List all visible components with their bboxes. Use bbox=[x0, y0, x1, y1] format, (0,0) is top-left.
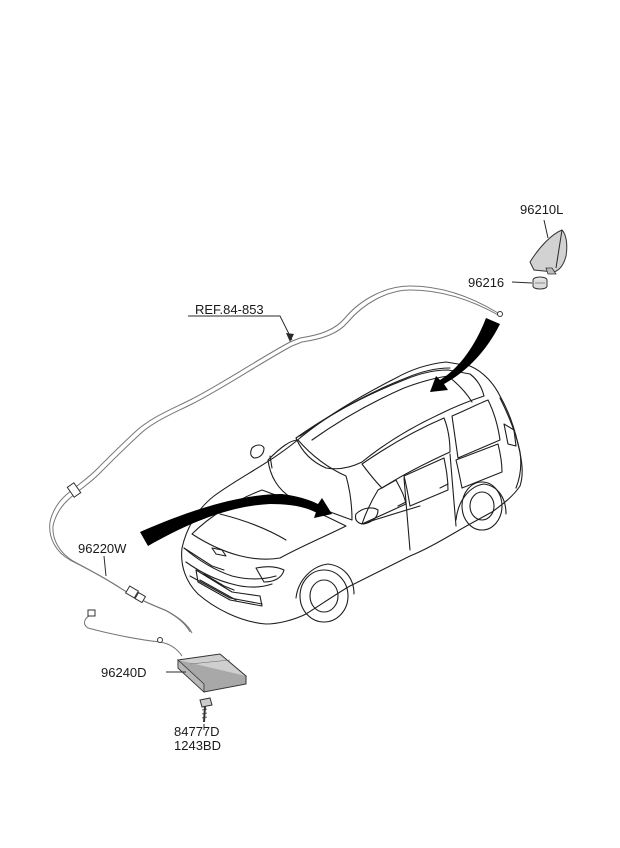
vehicle-illustration bbox=[181, 361, 523, 625]
label-84777D: 84777D bbox=[174, 724, 220, 739]
callout-arrow-windshield bbox=[140, 494, 332, 546]
label-96210L: 96210L bbox=[520, 202, 564, 217]
label-ref-84-853: REF.84-853 bbox=[195, 302, 264, 317]
antenna-pad-icon bbox=[532, 276, 548, 290]
label-96220W: 96220W bbox=[78, 541, 127, 556]
leader-lines bbox=[103, 219, 549, 730]
bolt-icon bbox=[199, 697, 213, 723]
antenna-cable-assembly bbox=[49, 285, 503, 657]
amplifier-module-icon bbox=[176, 653, 248, 693]
callout-arrow-roof bbox=[430, 318, 500, 392]
shark-fin-antenna-icon bbox=[529, 229, 568, 275]
label-96216: 96216 bbox=[468, 275, 505, 290]
label-1243BD: 1243BD bbox=[174, 738, 221, 753]
label-96240D: 96240D bbox=[101, 665, 147, 680]
